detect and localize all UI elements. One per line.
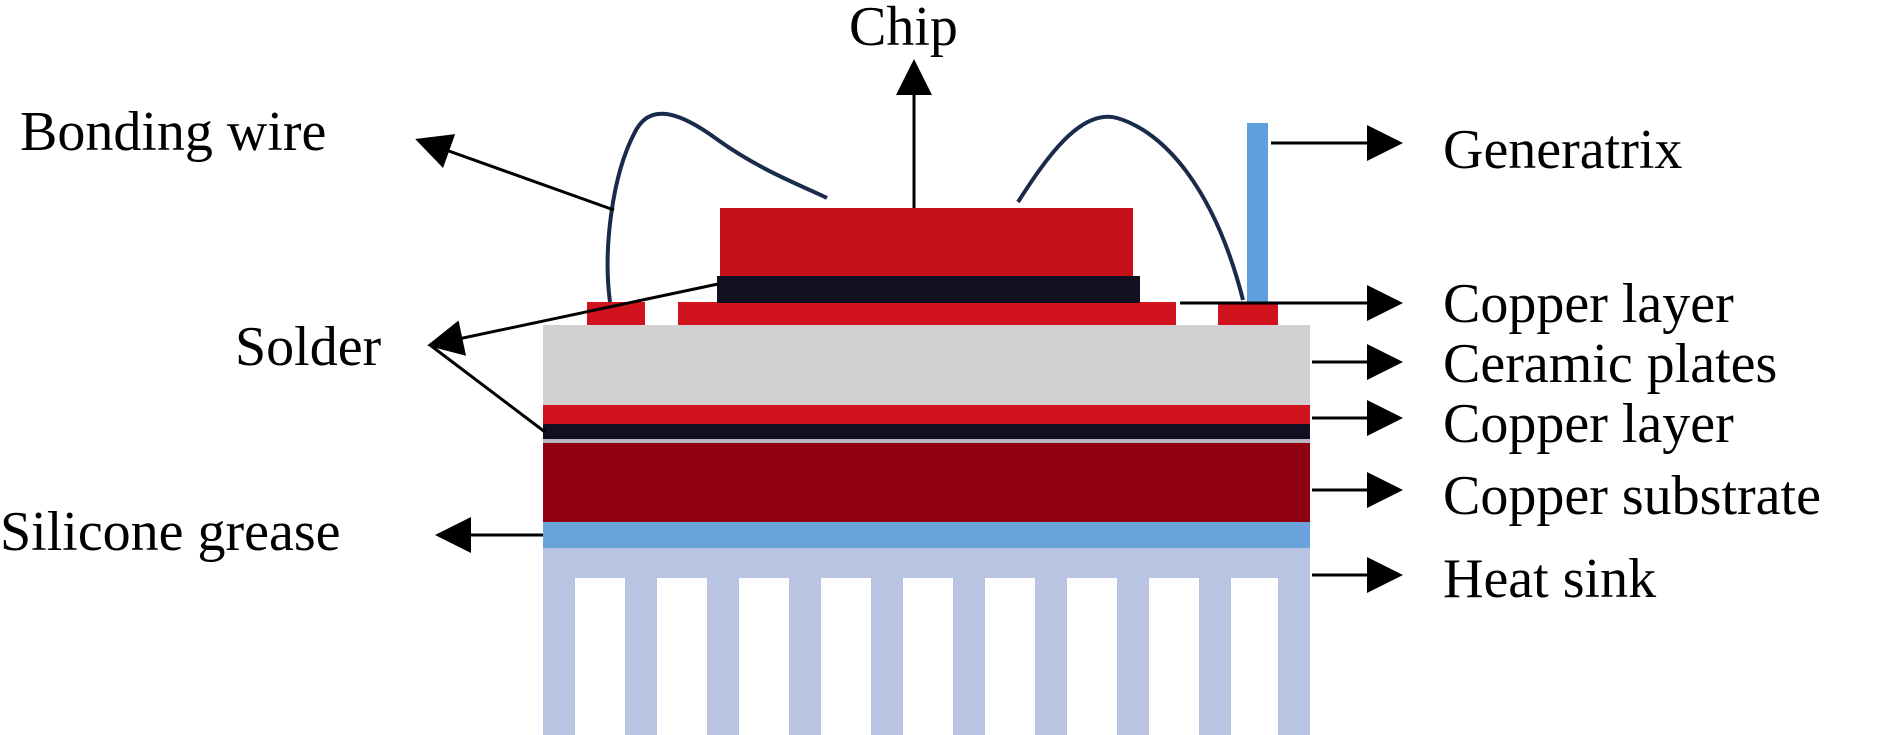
copper-substrate-layer [543, 443, 1310, 522]
silicone-grease-layer [543, 522, 1310, 548]
heat-sink-base [543, 548, 1310, 578]
solder-bottom [543, 424, 1310, 439]
copper-layer-top [678, 302, 1176, 325]
heat-sink-fin [625, 560, 657, 735]
generatrix-bar [1247, 123, 1268, 302]
label-bonding-wire: Bonding wire [20, 101, 326, 163]
heat-sink-fin [953, 560, 985, 735]
label-copper-substrate: Copper substrate [1443, 465, 1821, 527]
heat-sink [543, 548, 1310, 735]
bonding-wire-left [605, 111, 828, 303]
leader-arrows [415, 59, 1403, 593]
label-copper-layer-bottom: Copper layer [1443, 393, 1734, 455]
bonding-wire-arrow [415, 134, 615, 212]
heat-sink-fin [707, 560, 739, 735]
solder-bottom-gap [543, 439, 1310, 443]
label-generatrix: Generatrix [1443, 119, 1682, 181]
heat-sink-fin [1117, 560, 1149, 735]
heat-sink-fin [1035, 560, 1067, 735]
copper-pad-right [1218, 302, 1278, 325]
heat-sink-fin [789, 560, 821, 735]
copper-layer-bottom [543, 405, 1310, 425]
label-heat-sink: Heat sink [1443, 548, 1656, 610]
solder-bottom-arrow [429, 343, 546, 434]
bonding-wire-right [1016, 114, 1245, 301]
heat-sink-fin [543, 560, 575, 735]
heat-sink-fin [871, 560, 903, 735]
label-silicone-grease: Silicone grease [0, 501, 341, 563]
label-chip: Chip [849, 0, 958, 58]
ceramic-plate [543, 325, 1310, 405]
label-copper-layer-top: Copper layer [1443, 273, 1734, 335]
heat-sink-fins [543, 560, 1310, 735]
heat-sink-fin [1199, 560, 1231, 735]
chip [720, 208, 1133, 276]
heat-sink-fin [1278, 560, 1310, 735]
solder-top-arrow [427, 282, 719, 356]
solder-top [717, 276, 1140, 303]
label-ceramic-plates: Ceramic plates [1443, 333, 1777, 395]
label-solder: Solder [235, 316, 382, 378]
